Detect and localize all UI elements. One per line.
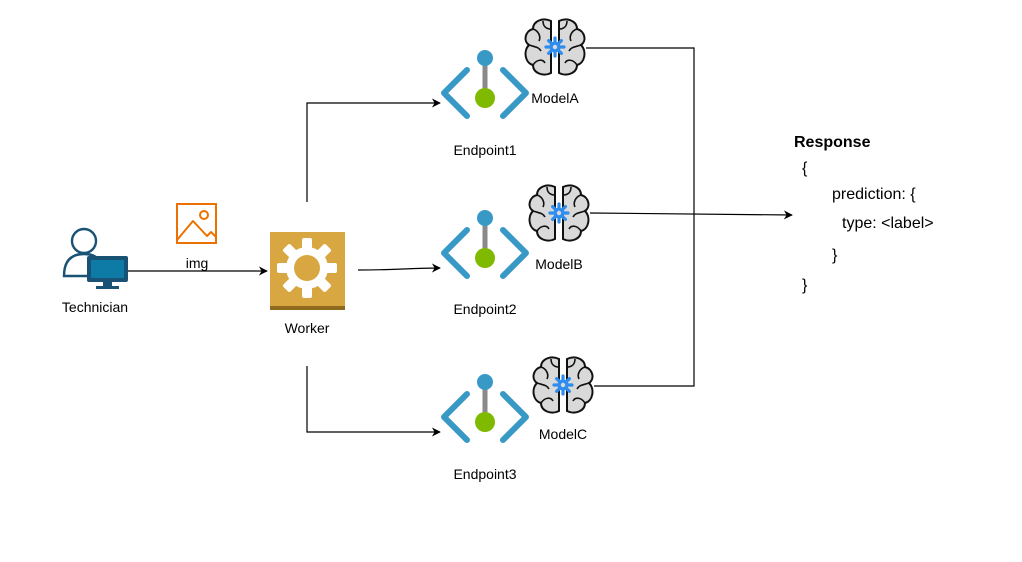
edge-modelA-response bbox=[586, 47, 695, 215]
worker-label: Worker bbox=[284, 320, 330, 336]
brain-gear-icon-b bbox=[527, 183, 591, 243]
response-title: Response bbox=[794, 134, 871, 151]
endpoint3-label: Endpoint3 bbox=[453, 466, 517, 482]
brain-gear-icon-a bbox=[523, 17, 587, 77]
endpoint1-label: Endpoint1 bbox=[453, 142, 517, 158]
response-line-4: } bbox=[832, 247, 838, 264]
edge-worker-endpoint2 bbox=[357, 263, 441, 273]
technician-label: Technician bbox=[61, 299, 129, 315]
edge-modelC-response bbox=[594, 215, 695, 387]
edge-worker-endpoint1 bbox=[306, 98, 441, 202]
gear-icon bbox=[270, 232, 345, 310]
modelA-label: ModelA bbox=[531, 90, 579, 106]
user-computer-icon bbox=[62, 227, 128, 289]
endpoint-icon-2 bbox=[444, 210, 526, 276]
response-line-2: prediction: { bbox=[832, 186, 916, 203]
image-label: img bbox=[185, 255, 209, 271]
response-line-1: { bbox=[802, 160, 808, 177]
modelC-label: ModelC bbox=[538, 426, 588, 442]
endpoint-icon-1 bbox=[444, 50, 526, 116]
edge-modelB-response bbox=[589, 210, 793, 220]
response-line-5: } bbox=[802, 277, 808, 294]
response-line-3: type: <label> bbox=[842, 215, 934, 232]
image-icon bbox=[176, 203, 217, 244]
brain-gear-icon-c bbox=[531, 355, 595, 415]
endpoint2-label: Endpoint2 bbox=[453, 301, 517, 317]
modelB-label: ModelB bbox=[535, 256, 583, 272]
edge-worker-endpoint3 bbox=[306, 366, 441, 437]
connections bbox=[128, 47, 793, 437]
endpoint-icon-3 bbox=[444, 374, 526, 440]
